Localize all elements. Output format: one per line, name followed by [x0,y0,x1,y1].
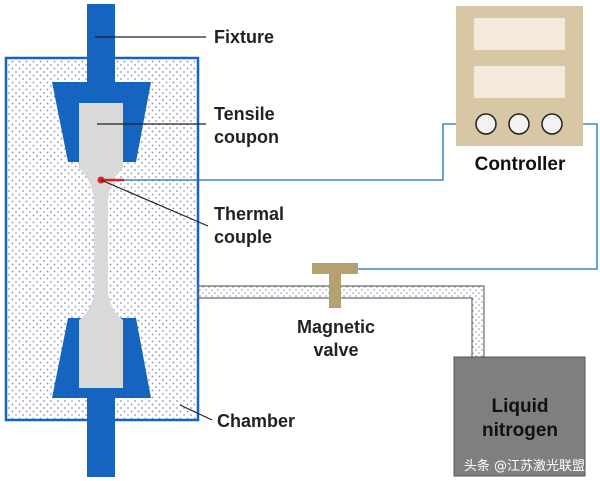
nitrogen-label-line1: Liquid [492,396,549,417]
nitrogen-tank [453,356,586,477]
magnetic-label-line2: valve [313,340,358,360]
thermal-leader [100,179,209,227]
chamber-label: Chamber [217,411,295,431]
magnetic-valve [312,263,358,308]
chamber-leader [179,404,213,421]
tensile-label-line2: coupon [214,127,279,147]
tensile-label-line1: Tensile [214,104,275,124]
magnetic-label-line1: Magnetic [297,317,375,337]
controller-box [456,6,583,146]
thermal-label-line1: Thermal [214,204,284,224]
controller-knob-3 [541,113,563,135]
controller-knob-2 [508,113,530,135]
tensile-coupon [79,103,123,388]
controller-wire [124,123,456,181]
nitrogen-label-line2: nitrogen [482,420,558,441]
valve-wire [358,123,598,270]
controller-knob-1 [475,113,497,135]
fixture-rod-top [87,4,115,96]
fixture-label: Fixture [214,27,274,47]
watermark: 头条 @江苏激光联盟 [464,458,585,474]
fixture-rod-bottom [87,386,115,477]
controller-label: Controller [475,154,566,175]
thermal-label-line2: couple [214,227,272,247]
